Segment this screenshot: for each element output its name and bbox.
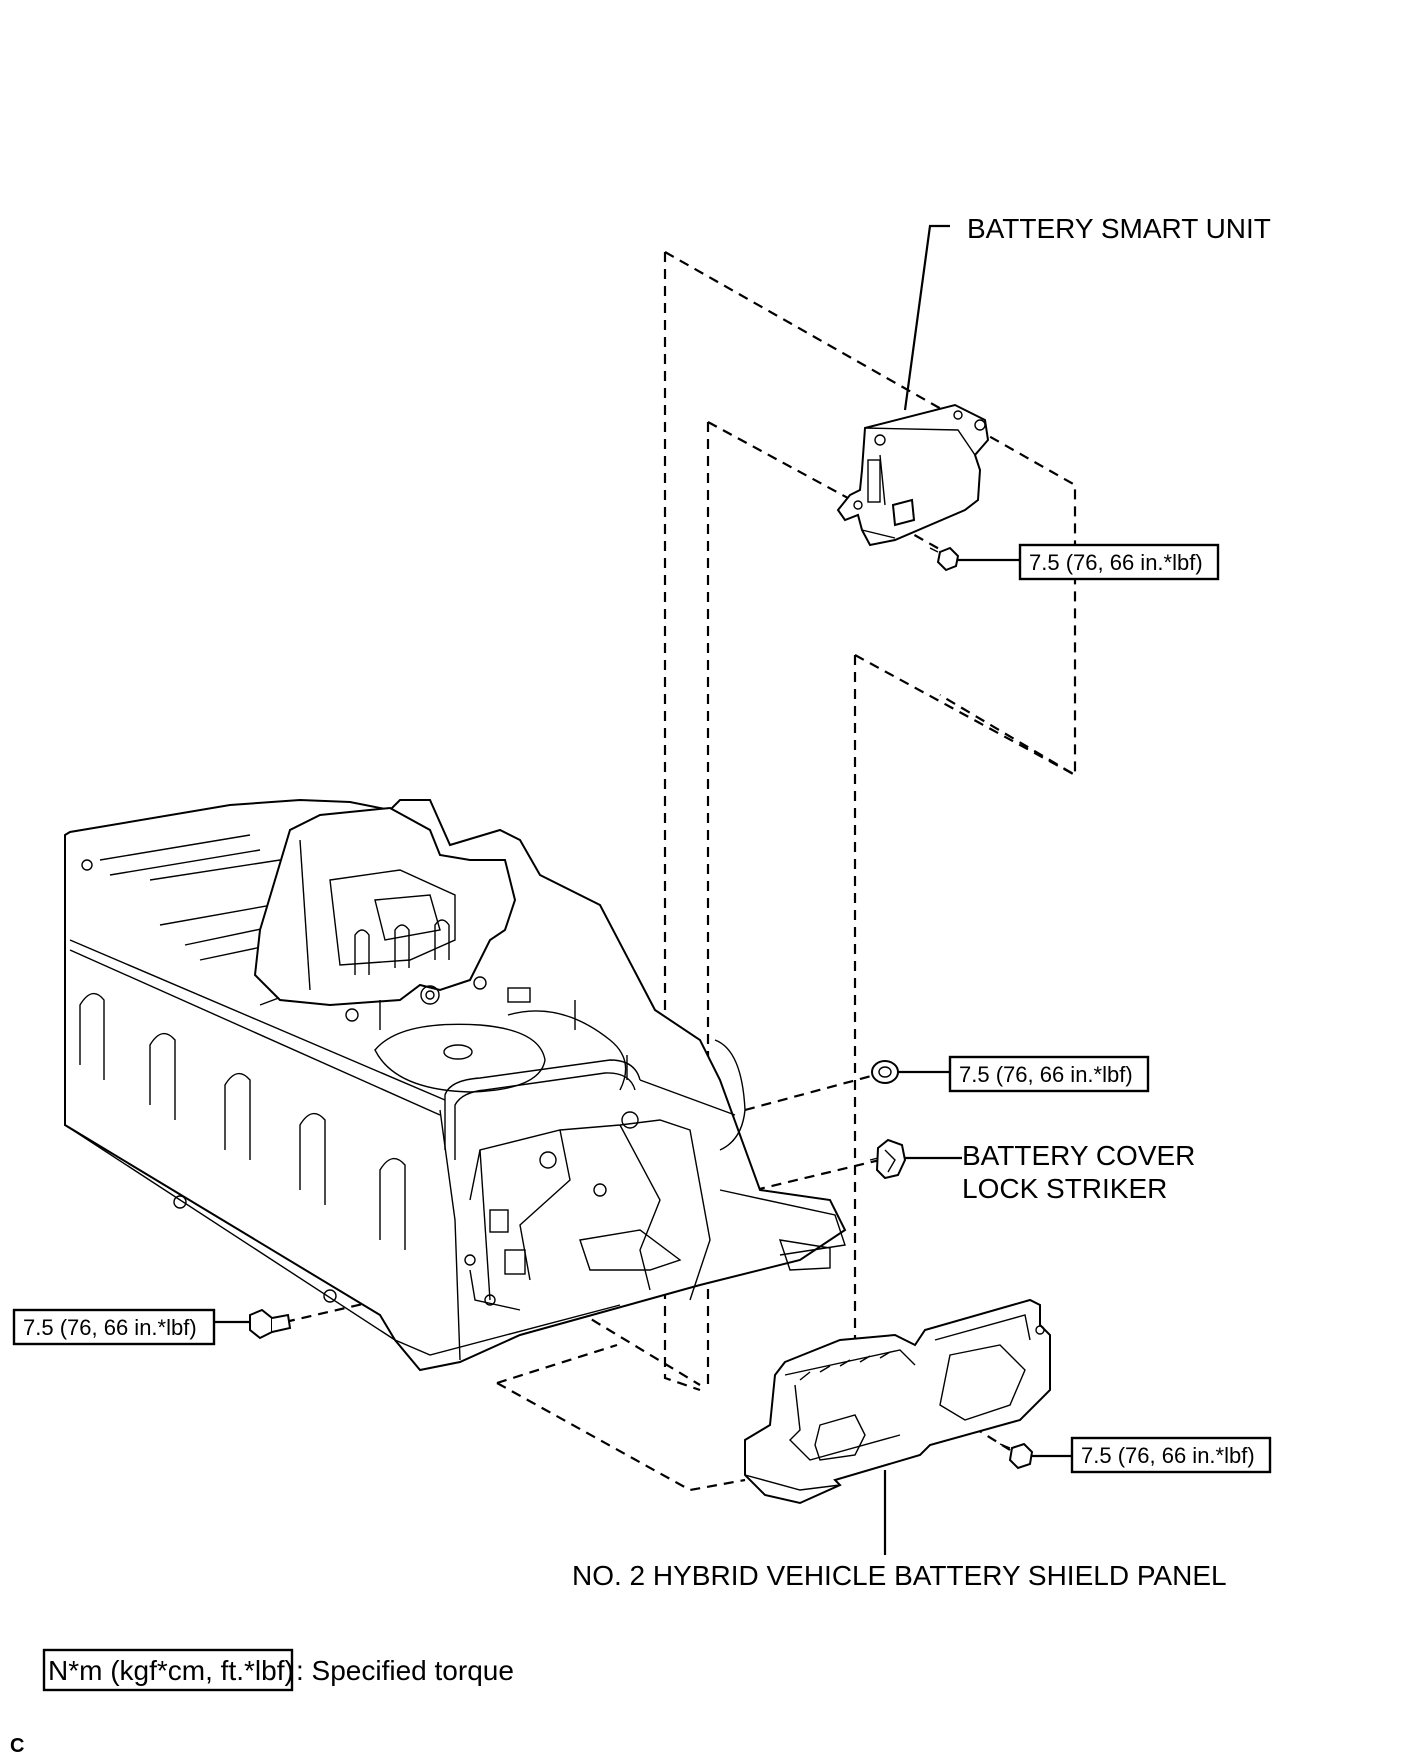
torque-box-smart-unit: 7.5 (76, 66 in.*lbf): [1018, 543, 1220, 581]
leader-lines: [214, 224, 1072, 1555]
shield-panel-part: [744, 1298, 1051, 1505]
shield-panel-label: NO. 2 HYBRID VEHICLE BATTERY SHIELD PANE…: [572, 1560, 1227, 1591]
battery-smart-unit-part: [836, 403, 990, 547]
torque-box-left-bolt: 7.5 (76, 66 in.*lbf): [12, 1308, 216, 1346]
torque-legend: N*m (kgf*cm, ft.*lbf) : Specified torque: [42, 1648, 514, 1692]
torque-box-nut: 7.5 (76, 66 in.*lbf): [948, 1055, 1150, 1093]
left-bolt-part: [249, 1308, 292, 1340]
hv-battery-assembly-part: [64, 798, 847, 1372]
svg-text:7.5 (76, 66 in.*lbf): 7.5 (76, 66 in.*lbf): [23, 1315, 197, 1340]
legend-description: : Specified torque: [296, 1655, 514, 1686]
battery-cover-lock-striker-label-line1: BATTERY COVER: [962, 1140, 1195, 1171]
svg-text:7.5 (76, 66 in.*lbf): 7.5 (76, 66 in.*lbf): [959, 1062, 1133, 1087]
corner-mark: C: [10, 1735, 24, 1757]
battery-cover-lock-striker-label-line2: LOCK STRIKER: [962, 1173, 1167, 1204]
nut-part: [871, 1060, 899, 1084]
shield-bolt-part: [999, 1442, 1034, 1470]
torque-box-shield-bolt: 7.5 (76, 66 in.*lbf): [1070, 1436, 1272, 1474]
smart-unit-bolt-part: [929, 546, 960, 572]
battery-smart-unit-label: BATTERY SMART UNIT: [967, 213, 1271, 244]
svg-text:7.5 (76, 66 in.*lbf): 7.5 (76, 66 in.*lbf): [1029, 550, 1203, 575]
svg-text:7.5 (76, 66 in.*lbf): 7.5 (76, 66 in.*lbf): [1081, 1443, 1255, 1468]
legend-unit-text: N*m (kgf*cm, ft.*lbf): [48, 1655, 294, 1686]
battery-cover-lock-striker-part: [869, 1138, 907, 1180]
